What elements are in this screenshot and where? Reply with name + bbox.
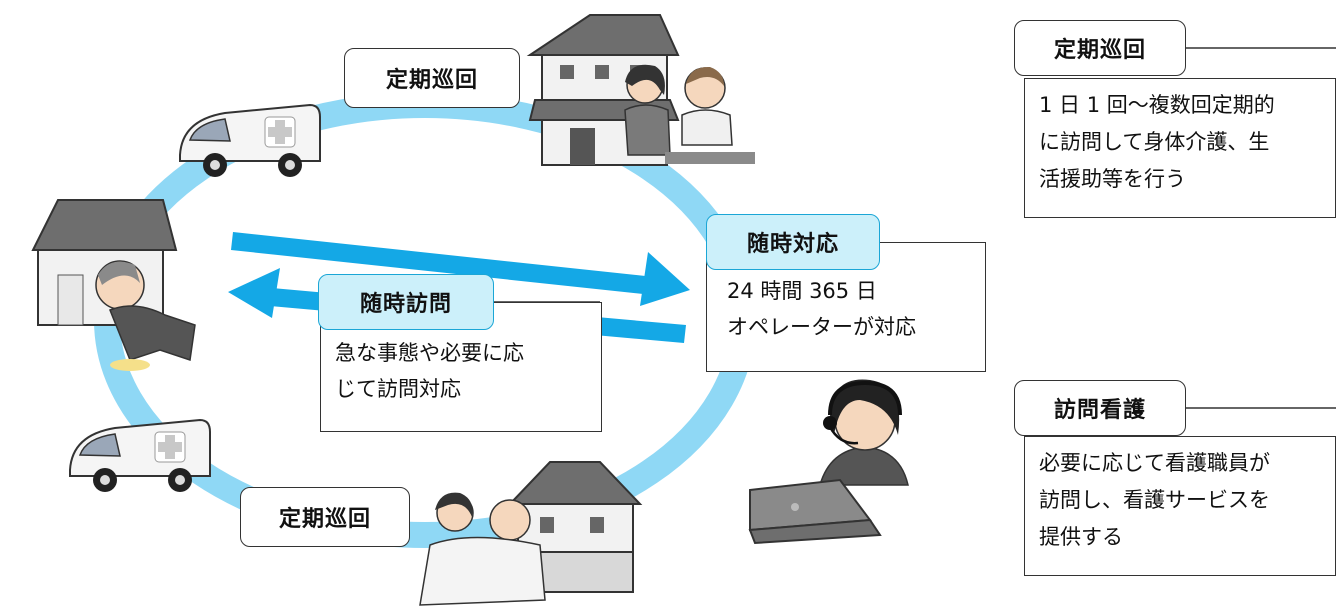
legend-kango-line-1: 必要に応じて看護職員が — [1039, 451, 1270, 475]
legend-teiki-line-3: 活援助等を行う — [1039, 167, 1186, 191]
legend-teiki-line-1: 1 日 1 回～複数回定期的 — [1039, 93, 1275, 117]
arrow-right-icon — [231, 232, 690, 306]
teiki-junkai-label-bottom: 定期巡回 — [240, 487, 410, 547]
person-icon — [624, 64, 755, 164]
person-icon — [95, 260, 196, 371]
teiki-junkai-label-top: 定期巡回 — [344, 48, 520, 108]
house-icon — [31, 199, 178, 326]
person-icon — [419, 492, 546, 606]
zuiji-taiou-line-2: オペレーターが対応 — [727, 315, 916, 339]
legend-teiki-text: 1 日 1 回～複数回定期的 に訪問して身体介護、生 活援助等を行う — [1024, 78, 1336, 218]
legend-kango-line-3: 提供する — [1039, 525, 1123, 549]
headset-icon — [819, 379, 909, 486]
legend-teiki-title: 定期巡回 — [1014, 20, 1186, 76]
zuiji-houmon-title: 随時訪問 — [318, 274, 494, 330]
house-icon — [507, 461, 643, 593]
zuiji-houmon-line-2: じて訪問対応 — [335, 377, 461, 401]
van-icon — [69, 418, 211, 492]
zuiji-houmon-line-1: 急な事態や必要に応 — [335, 341, 524, 365]
zuiji-taiou-line-1: 24 時間 365 日 — [727, 279, 877, 303]
legend-teiki-line-2: に訪問して身体介護、生 — [1039, 130, 1270, 154]
laptop-icon — [748, 478, 882, 545]
legend-kango-text: 必要に応じて看護職員が 訪問し、看護サービスを 提供する — [1024, 436, 1336, 576]
zuiji-taiou-title: 随時対応 — [706, 214, 880, 270]
legend-kango-line-2: 訪問し、看護サービスを — [1039, 488, 1270, 512]
legend-kango-title: 訪問看護 — [1014, 380, 1186, 436]
van-icon — [179, 103, 321, 177]
